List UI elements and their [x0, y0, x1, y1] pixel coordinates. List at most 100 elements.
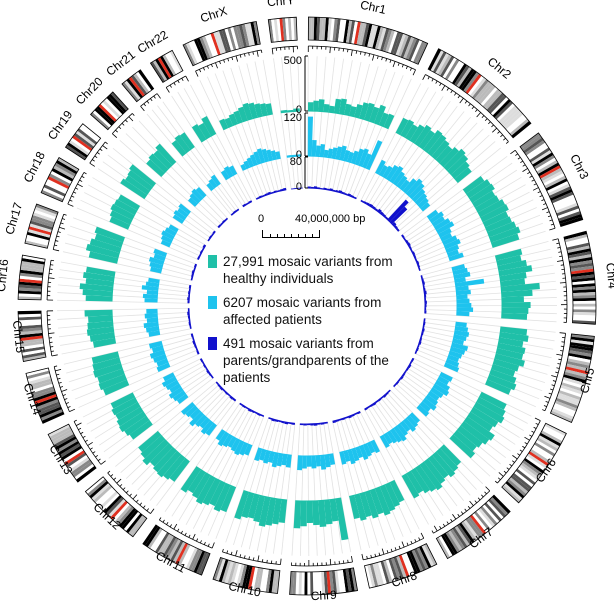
chromosome-label-chr21: Chr21 — [103, 48, 138, 79]
bar-491-mosaic-variants--chr2 — [396, 227, 400, 232]
bar-491-mosaic-variants--chr7 — [364, 407, 368, 411]
bar-6207-mosaic-variants-chr5 — [455, 325, 469, 333]
tick-mark-chr6 — [524, 436, 530, 441]
ideogram-band-chr2 — [478, 85, 496, 105]
ideogram-band-chr11 — [177, 543, 191, 566]
tick-mark-chr12 — [110, 474, 114, 477]
bar-27-991-mosaic-varian-chr12 — [169, 458, 190, 482]
ideogram-band-chr2 — [440, 55, 455, 78]
ideogram-band-chr20 — [104, 97, 123, 117]
tick-mark-chr11 — [177, 528, 180, 532]
bar-6207-mosaic-variants-chr10 — [271, 452, 279, 468]
tick-mark-chr1 — [377, 55, 379, 59]
ideogram-band-chr4 — [572, 303, 596, 307]
bar-6207-mosaic-variants-chr9 — [328, 453, 336, 466]
bar-27-991-mosaic-varian-chr11 — [191, 472, 211, 499]
ideogram-band-chr9 — [334, 570, 340, 594]
ideogram-band-chr11 — [180, 545, 193, 568]
tick-mark-chr17 — [63, 213, 67, 216]
bar-27-991-mosaic-varian-chr18 — [110, 203, 135, 220]
grid-line-chr7 — [389, 389, 484, 485]
track-baseline-1-chr17 — [160, 252, 168, 274]
bar-27-991-mosaic-varian-chr2 — [447, 154, 469, 175]
bar-27-991-mosaic-varian-chr8 — [354, 493, 367, 521]
bar-27-991-mosaic-varian-chr6 — [467, 411, 493, 432]
grid-line-chr8 — [340, 419, 379, 546]
bar-27-991-mosaic-varian-chr15 — [89, 332, 115, 342]
ideogram-band-chr16 — [18, 293, 42, 298]
tick-mark-chr5 — [551, 384, 555, 387]
ideogram-band-chr3 — [530, 149, 552, 165]
grid-line-chr2 — [398, 147, 501, 232]
grid-line-chr4 — [422, 256, 553, 284]
tick-mark-chr12 — [136, 499, 139, 503]
bar-27-991-mosaic-varian-chr1 — [333, 98, 342, 114]
bar-27-991-mosaic-varian-chr5 — [497, 342, 526, 355]
legend-swatch-parents — [208, 337, 217, 350]
bar-491-mosaic-variants--chr7 — [382, 394, 387, 398]
tick-mark-chr22 — [177, 80, 180, 84]
scale-bar-tick — [305, 234, 306, 237]
ideogram-band-chr2 — [456, 66, 472, 88]
tick-mark-chr17 — [55, 240, 59, 242]
ideogram-band-chr6 — [503, 483, 523, 501]
grid-line-chr1 — [340, 66, 379, 194]
ideogram-band-chr17 — [30, 220, 53, 230]
tick-mark-chr3 — [539, 195, 543, 198]
chromosome-label-chr3: Chr3 — [567, 152, 591, 182]
grid-line-chr2 — [360, 83, 422, 202]
ideogram-band-chr5 — [561, 382, 584, 392]
track-baseline-0-chr3 — [462, 188, 494, 248]
tick-mark-chr11 — [211, 542, 215, 549]
track-baseline-2-chr20 — [218, 218, 229, 229]
bar-491-mosaic-variants--chrx — [258, 195, 263, 199]
bar-6207-mosaic-variants-chr8 — [347, 449, 356, 465]
ideogram-band-chr6 — [536, 437, 559, 452]
ideogram-band-chr2 — [496, 103, 516, 122]
ideogram-band-chr5 — [559, 387, 583, 398]
ideogram-band-chrx — [235, 25, 245, 49]
ideogram-band-chr6 — [522, 460, 543, 476]
ideogram-band-chr22 — [150, 61, 166, 83]
bar-6207-mosaic-variants-chr6 — [430, 387, 444, 399]
tick-mark-chr18 — [77, 183, 83, 188]
grid-line-chr4 — [424, 297, 557, 303]
grid-line-chr17 — [64, 242, 193, 277]
ideogram-band-chr20 — [100, 101, 119, 121]
ideogram-band-chr4 — [569, 257, 593, 264]
tick-mark-chr13 — [92, 451, 96, 454]
bar-6207-mosaic-variants-chr13 — [168, 387, 184, 399]
grid-line-chr6 — [395, 383, 496, 471]
bar-6207-mosaic-variants-chr12 — [189, 408, 201, 420]
bar-27-991-mosaic-varian-chrx — [259, 103, 268, 117]
bar-491-mosaic-variants--chrx — [264, 193, 269, 196]
bar-27-991-mosaic-varian-chr3 — [463, 176, 485, 194]
track-baseline-0-chr4 — [494, 255, 503, 319]
tick-mark-chr14 — [54, 365, 58, 368]
track-baseline-0-chrx — [223, 113, 273, 131]
ideogram-band-chr6 — [532, 444, 554, 459]
ideogram-band-chrx — [188, 41, 201, 64]
tick-mark-chr5 — [543, 405, 547, 408]
chromosome-label-chr10: Chr10 — [227, 579, 262, 600]
ideogram-band-chr3 — [537, 162, 560, 177]
ideogram-band-chr18 — [51, 168, 74, 182]
tick-mark-chr10 — [252, 557, 255, 561]
grid-line-chr12 — [149, 397, 234, 501]
bar-27-991-mosaic-varian-chrx — [254, 103, 263, 118]
bar-27-991-mosaic-varian-chr9 — [335, 497, 349, 541]
grid-line-chr2 — [363, 87, 429, 204]
track-baseline-2-chr17 — [191, 264, 198, 281]
grid-line-chr2 — [387, 122, 478, 220]
bar-6207-mosaic-variants-chr6 — [419, 401, 431, 412]
tick-mark-chr3 — [529, 175, 533, 178]
ideogram-band-chr13 — [76, 465, 97, 483]
bar-27-991-mosaic-varian-chr8 — [379, 484, 396, 512]
tick-mark-chr14 — [64, 398, 68, 401]
bar-27-991-mosaic-varian-chr17 — [94, 233, 123, 248]
tick-mark-chr16 — [50, 259, 55, 262]
grid-line-chr15 — [57, 316, 190, 329]
ideogram-band-chr2 — [444, 58, 460, 81]
ideogram-band-chrx — [233, 25, 242, 49]
grid-line-chr5 — [416, 349, 540, 400]
